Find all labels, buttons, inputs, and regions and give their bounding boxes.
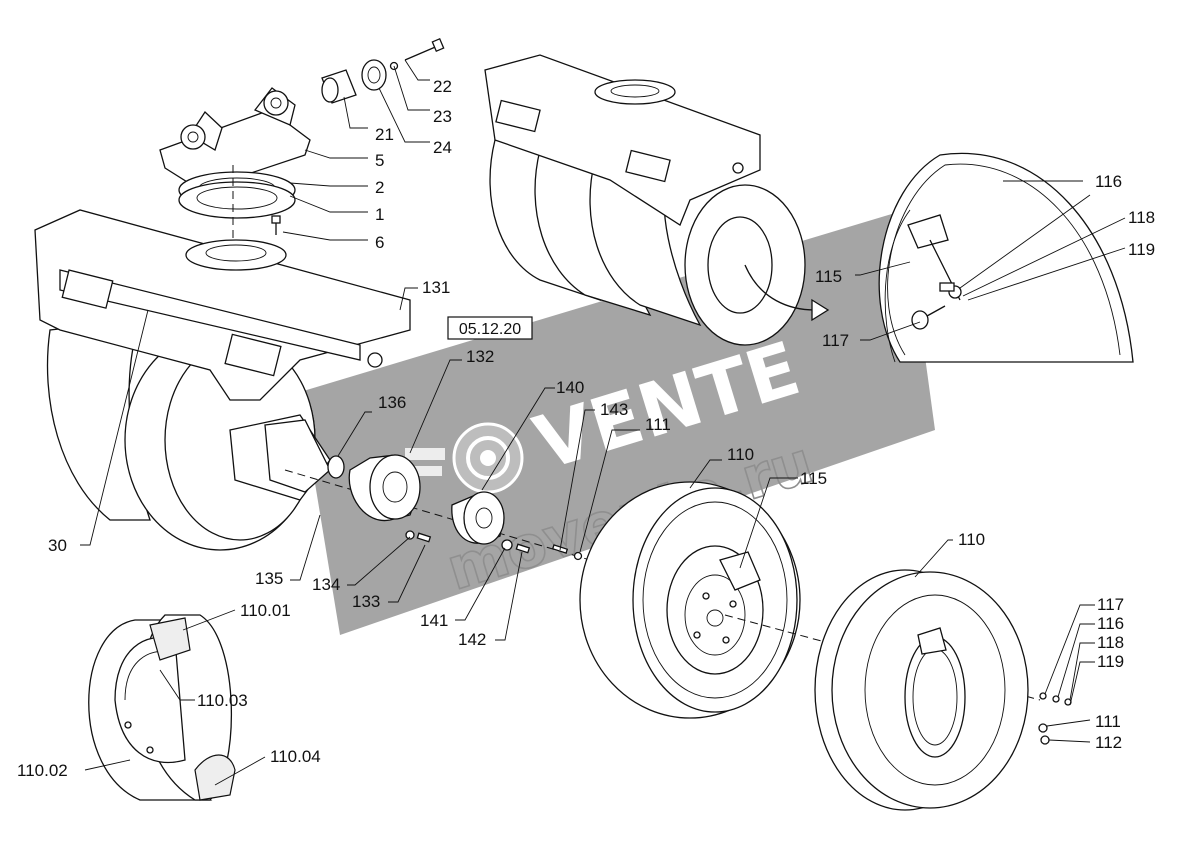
callout-115-b: 115	[815, 267, 842, 286]
leader-lines	[80, 59, 1126, 786]
callout-117-a: 117	[822, 331, 849, 350]
wheel-detail-view	[878, 152, 1134, 363]
callout-110-a: 110	[727, 445, 754, 464]
right-bogie-assembly	[484, 54, 830, 346]
callout-6: 6	[375, 233, 384, 252]
wheel-110-right	[724, 569, 1072, 811]
callout-132: 132	[466, 347, 494, 366]
callout-135: 135	[255, 569, 283, 588]
callout-116-a: 116	[1095, 172, 1122, 191]
callout-110-01: 110.01	[240, 601, 291, 620]
callout-131: 131	[422, 278, 450, 297]
callout-110-04: 110.04	[270, 747, 321, 766]
callout-141: 141	[420, 611, 448, 630]
hub-parts	[284, 454, 591, 561]
callout-111-b: 111	[1095, 712, 1121, 731]
callout-2: 2	[375, 178, 384, 197]
callouts: 22 23 21 24 5 2 1 6 131 132 136 140 143 …	[17, 77, 1155, 780]
callout-112: 112	[1095, 733, 1122, 752]
callout-110-03: 110.03	[197, 691, 248, 710]
callout-110-b: 110	[958, 530, 985, 549]
callout-21: 21	[375, 125, 394, 144]
callout-119-b: 119	[1097, 652, 1124, 671]
left-bogie-assembly	[34, 209, 411, 551]
callout-136: 136	[378, 393, 406, 412]
callout-5: 5	[375, 151, 384, 170]
wheel-110-with-rim	[579, 481, 801, 719]
mount-bracket-assembly	[159, 37, 445, 240]
callout-111-a: 111	[645, 415, 671, 434]
callout-1: 1	[375, 205, 384, 224]
callout-133: 133	[352, 592, 380, 611]
callout-118-a: 118	[1128, 208, 1155, 227]
callout-30: 30	[48, 536, 67, 555]
date-label: 05.12.20	[459, 321, 521, 338]
callout-24: 24	[433, 138, 452, 157]
watermark-logo-icon	[405, 422, 524, 494]
callout-22: 22	[433, 77, 452, 96]
callout-116-b: 116	[1097, 614, 1124, 633]
callout-110-02: 110.02	[17, 761, 68, 780]
date-box: 05.12.20	[447, 316, 533, 340]
callout-143: 143	[600, 400, 628, 419]
tire-section-view	[88, 614, 236, 801]
callout-119-a: 119	[1128, 240, 1155, 259]
callout-117-b: 117	[1097, 595, 1124, 614]
callout-118-b: 118	[1097, 633, 1124, 652]
callout-142: 142	[458, 630, 486, 649]
callout-23: 23	[433, 107, 452, 126]
callout-140: 140	[556, 378, 584, 397]
callout-115-a: 115	[800, 469, 827, 488]
callout-134: 134	[312, 575, 340, 594]
